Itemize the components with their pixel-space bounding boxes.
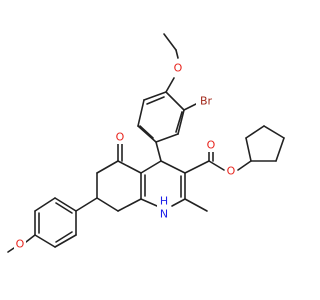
oxygen-atom: O (116, 131, 125, 144)
bond (140, 198, 158, 207)
bond (143, 91, 167, 101)
nitrogen-atom: N (160, 208, 168, 221)
bond (25, 234, 36, 243)
bond (160, 160, 186, 174)
bond (165, 77, 175, 93)
oxygen-atom: O (174, 62, 183, 75)
bromine-atom: Br (200, 95, 213, 108)
bond (208, 160, 225, 171)
bond (237, 160, 252, 171)
bond (171, 198, 186, 207)
o-top-methoxy-label: O (172, 61, 184, 75)
o-ester-carbonyl-label: O (205, 138, 217, 152)
bond (245, 137, 252, 162)
bond (137, 99, 145, 127)
bond (55, 231, 73, 243)
bond (75, 197, 98, 212)
nh-label: H N (157, 194, 171, 224)
bond (165, 91, 185, 111)
bonds (7, 33, 285, 253)
bond (245, 125, 265, 139)
bond (263, 125, 285, 139)
bond (177, 109, 185, 135)
chemical-structure-diagram: O Br O O O H N O (7, 33, 285, 253)
bond (155, 141, 162, 162)
bond (54, 234, 77, 248)
bond (175, 49, 179, 59)
bond (155, 133, 179, 143)
bond (175, 111, 183, 133)
oxygen-atom: O (16, 238, 25, 251)
atom-labels: O Br O O O H N O (14, 61, 237, 251)
bond (275, 137, 285, 162)
bond (184, 160, 210, 174)
o-left-methoxy-label: O (14, 237, 26, 251)
oxygen-atom: O (227, 165, 236, 178)
bond (7, 247, 15, 253)
br-label: Br (196, 94, 216, 108)
oxygen-atom: O (207, 139, 216, 152)
bond (184, 198, 208, 212)
bond (183, 103, 197, 111)
nitrogen-atom: H (160, 195, 168, 208)
bond (163, 33, 177, 51)
bond (96, 197, 119, 212)
bond (34, 234, 56, 248)
bond (117, 198, 142, 212)
bond (140, 160, 162, 174)
bond (137, 125, 157, 143)
o-ketone-label: O (114, 130, 126, 144)
bond (96, 160, 119, 174)
bond (54, 197, 77, 212)
o-ester-link-label: O (225, 164, 237, 178)
bond (139, 125, 154, 139)
bond (34, 197, 56, 212)
bond (146, 96, 165, 105)
bond (55, 202, 73, 214)
bond (117, 160, 142, 174)
